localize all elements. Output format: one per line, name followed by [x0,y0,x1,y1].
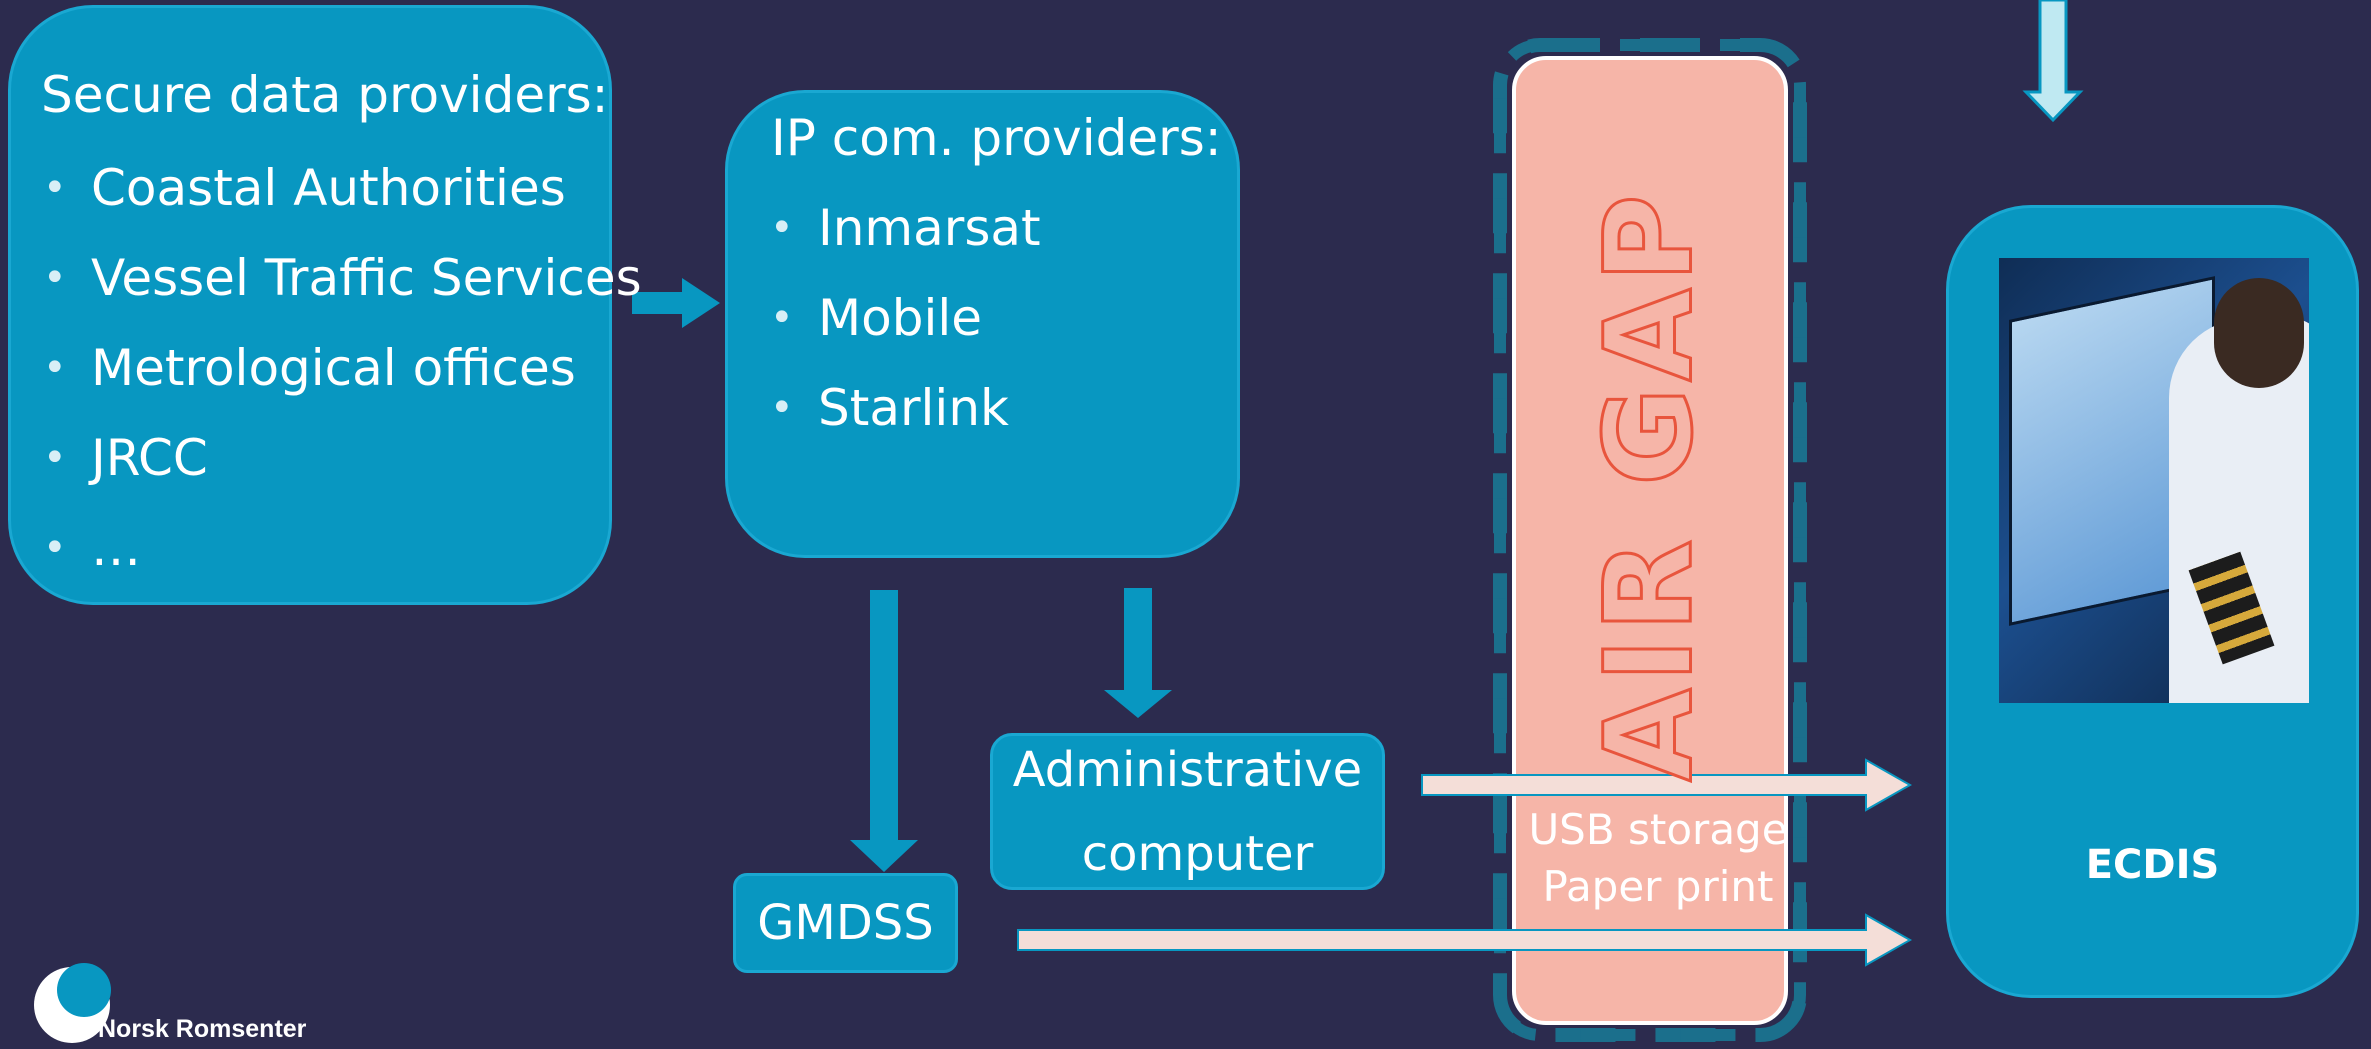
norsk-romsenter-logo [34,963,111,1043]
air-gap-note-paper: Paper print [1542,862,1774,911]
list-item: •Metrological offices [43,323,642,413]
list-item: •Mobile [770,273,1041,363]
ip-providers-list: •Inmarsat •Mobile •Starlink [770,183,1041,453]
bullet-icon: • [43,345,67,391]
list-item: •… [43,503,642,593]
bullet-icon: • [770,385,794,431]
secure-data-providers-box: Secure data providers: •Coastal Authorit… [8,5,642,605]
bullet-icon: • [770,205,794,251]
officer-head [2214,278,2304,388]
list-item: •Starlink [770,363,1041,453]
secure-providers-list: •Coastal Authorities •Vessel Traffic Ser… [43,143,642,593]
admin-computer-line2: computer [1081,826,1314,882]
norsk-romsenter-logo-text: Norsk Romsenter [98,1015,307,1043]
bullet-icon: • [43,255,67,301]
bullet-icon: • [43,525,67,571]
air-gap-dashes [1494,39,1806,1041]
administrative-computer-box: Administrative computer [990,733,1385,890]
secure-providers-title: Secure data providers: [41,66,609,124]
bridge-photo [1999,258,2309,703]
bullet-icon: • [43,165,67,211]
list-item: •Inmarsat [770,183,1041,273]
bullet-icon: • [770,295,794,341]
ip-providers-title: IP com. providers: [771,109,1222,167]
admin-computer-line1: Administrative [1012,742,1363,798]
list-item: •Vessel Traffic Services [43,233,642,323]
ecdis-box: ECDIS [1946,205,2359,998]
ip-providers-box: IP com. providers: •Inmarsat •Mobile •St… [725,90,1240,558]
gmdss-box: GMDSS [733,873,958,973]
arrow-secure-to-ip [632,278,720,328]
bullet-icon: • [43,435,67,481]
arrow-ip-to-gmdss [850,590,918,872]
ecdis-label: ECDIS [2085,842,2220,888]
gmdss-label: GMDSS [757,895,934,951]
arrow-ip-to-admin [1104,588,1172,718]
list-item: •Coastal Authorities [43,143,642,233]
list-item: •JRCC [43,413,642,503]
air-gap-note-usb: USB storage [1528,805,1788,854]
arrow-admin-to-ecdis [1421,758,1913,812]
arrow-top-to-ecdis [2022,0,2084,123]
arrow-gmdss-to-ecdis [1017,913,1913,967]
